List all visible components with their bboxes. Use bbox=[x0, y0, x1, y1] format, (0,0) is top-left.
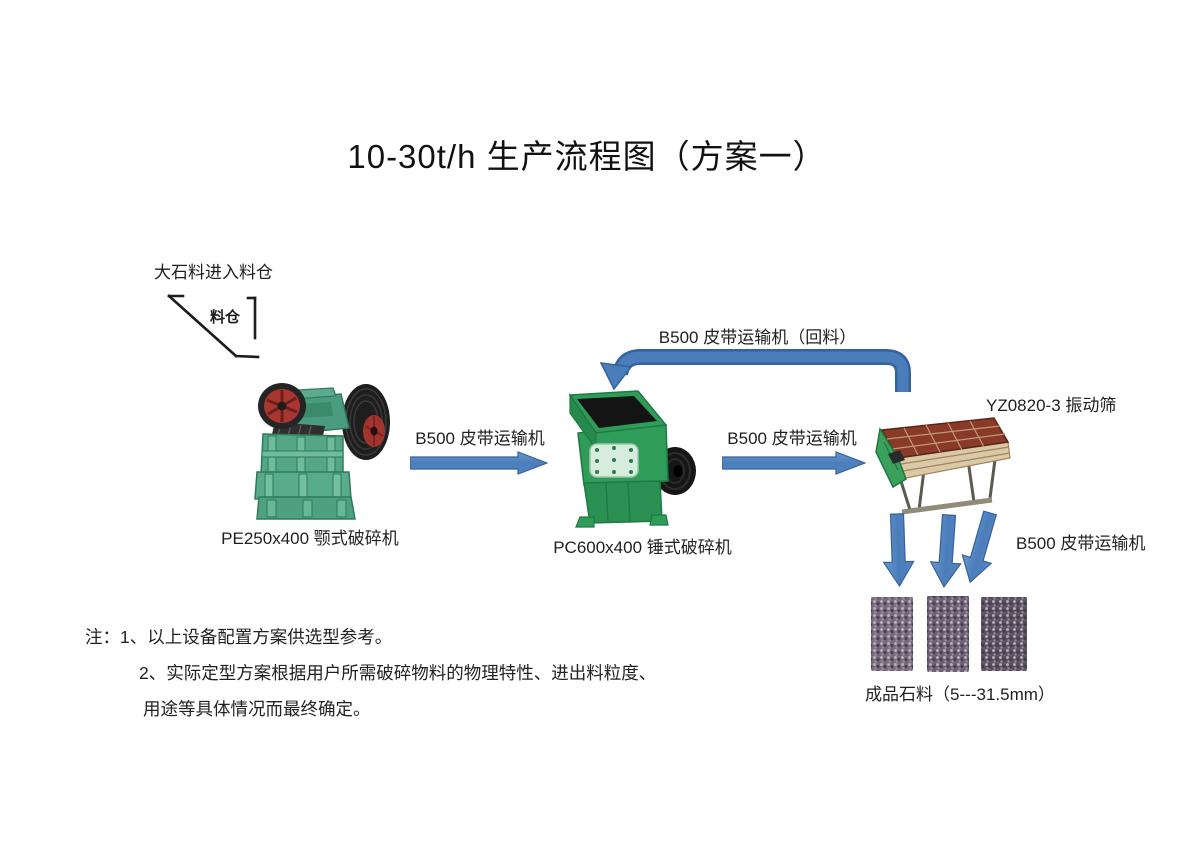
hammer-crusher-label: PC600x400 锤式破碎机 bbox=[553, 538, 732, 557]
note-line-1: 注：1、以上设备配置方案供选型参考。 bbox=[85, 627, 393, 647]
hopper-icon bbox=[167, 294, 260, 359]
screen-label: YZ0820-3 振动筛 bbox=[986, 396, 1117, 415]
jaw-crusher-image bbox=[254, 383, 390, 520]
jaw-crusher-label: PE250x400 颚式破碎机 bbox=[221, 529, 399, 548]
hammer-crusher-image bbox=[568, 390, 696, 528]
belt1-arrow-icon bbox=[410, 451, 548, 475]
product-label: 成品石料（5---31.5mm） bbox=[865, 685, 1055, 704]
note-line-3: 用途等具体情况而最终确定。 bbox=[143, 699, 371, 719]
output-belt-label: B500 皮带运输机 bbox=[1016, 534, 1146, 553]
page-title: 10-30t/h 生产流程图（方案一） bbox=[347, 138, 827, 175]
return-belt-label: B500 皮带运输机（回料） bbox=[658, 328, 857, 347]
vibrating-screen-image bbox=[875, 417, 1011, 515]
feed-caption: 大石料进入料仓 bbox=[154, 263, 273, 282]
belt2-label: B500 皮带运输机 bbox=[727, 429, 857, 448]
output-arrows-icon bbox=[882, 510, 997, 588]
belt1-label: B500 皮带运输机 bbox=[415, 429, 545, 448]
note-line-2: 2、实际定型方案根据用户所需破碎物料的物理特性、进出料粒度、 bbox=[139, 663, 657, 683]
belt2-arrow-icon bbox=[722, 451, 866, 475]
hopper-label: 料仓 bbox=[210, 309, 241, 326]
return-belt-arrow-icon bbox=[599, 349, 911, 392]
product-piles-image bbox=[871, 596, 1027, 672]
